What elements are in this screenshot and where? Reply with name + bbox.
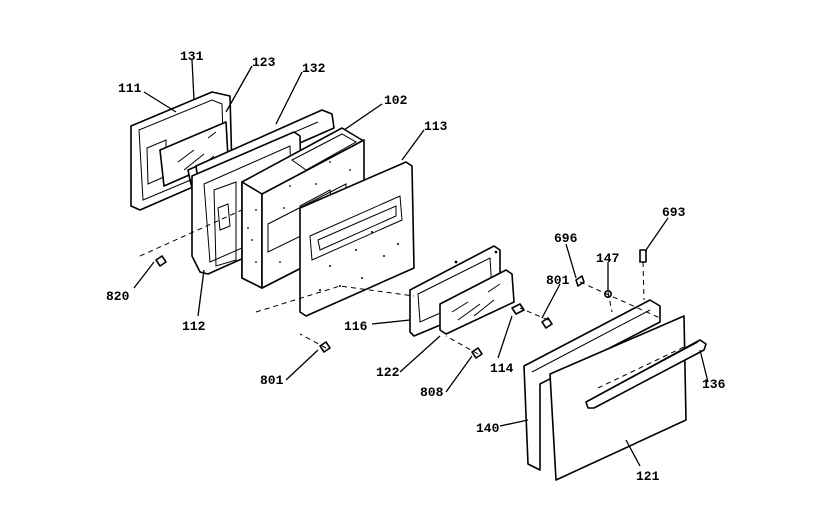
callout-136: 136 [702,377,726,392]
callout-132: 132 [302,61,326,76]
callout-693: 693 [662,205,686,220]
callout-112: 112 [182,319,206,334]
part-113-outer-panel [299,161,415,317]
callout-122: 122 [376,365,400,380]
callout-labels: 111 131 123 132 102 113 820 112 116 801 … [106,49,726,484]
callout-801-right: 801 [546,273,570,288]
part-122-window-glass [439,269,515,335]
callout-113: 113 [424,119,448,134]
callout-801-left: 801 [260,373,284,388]
part-136-handle [585,339,707,409]
part-121-outer-door-panel [549,315,687,481]
callout-131: 131 [180,49,204,64]
callout-111: 111 [118,81,142,96]
callout-121: 121 [636,469,660,484]
callout-116: 116 [344,319,368,334]
callout-820: 820 [106,289,130,304]
leader-lines [133,59,709,467]
part-114-spacer [511,303,525,315]
hardware-screws [155,249,647,359]
callout-140: 140 [476,421,500,436]
callout-696: 696 [554,231,578,246]
callout-147: 147 [596,251,619,266]
callout-123: 123 [252,55,276,70]
alignment-lines [139,209,687,389]
callout-808: 808 [420,385,444,400]
callout-102: 102 [384,93,408,108]
callout-114: 114 [490,361,514,376]
